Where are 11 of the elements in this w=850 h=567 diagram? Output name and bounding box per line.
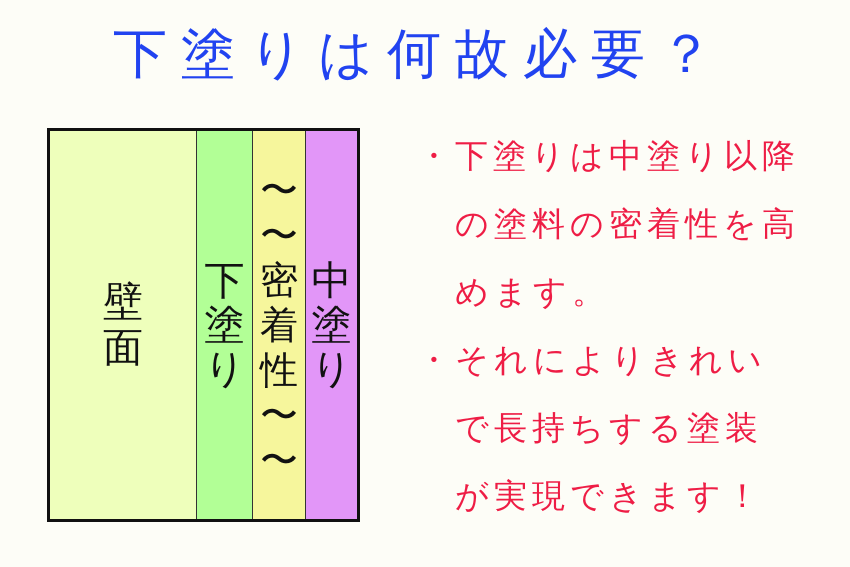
coating-layer-band (305, 131, 357, 519)
bullet-note: ・下塗りは中塗り以降の塗料の密着性を高めます。 (417, 135, 800, 313)
layer-label: 〜〜密着性〜〜 (260, 168, 298, 482)
title: 下塗りは何故必要？ (112, 21, 728, 87)
coating-layer-band (252, 131, 305, 519)
coating-layer-band (50, 131, 196, 519)
bullet-note: ・それによりきれいで長持ちする塗装が実現できます！ (417, 339, 768, 517)
coating-layer-band (196, 131, 252, 519)
layer-label: 中塗り (312, 259, 352, 391)
layer-label: 下塗り (204, 259, 244, 391)
layer-label: 壁面 (103, 279, 143, 371)
